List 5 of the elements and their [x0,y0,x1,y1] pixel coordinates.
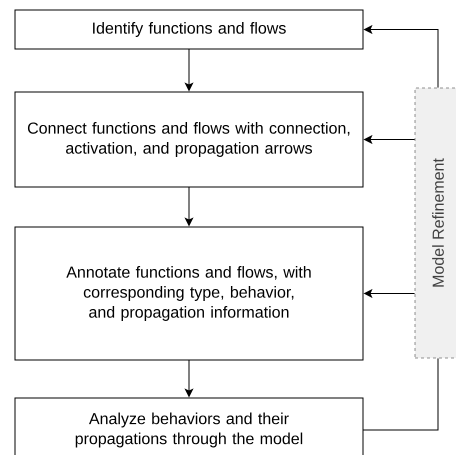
process-box: Annotate functions and flows, with corresponding type, behavior, and propagation information [14,226,364,360]
process-box: Analyze behaviors and their propagations through the model [14,397,364,455]
refinement-band: Model Refinement [414,88,456,358]
process-box: Identify functions and flows [14,10,364,50]
process-box: Connect functions and flows with connection, activation, and propagation arrows [14,92,364,188]
